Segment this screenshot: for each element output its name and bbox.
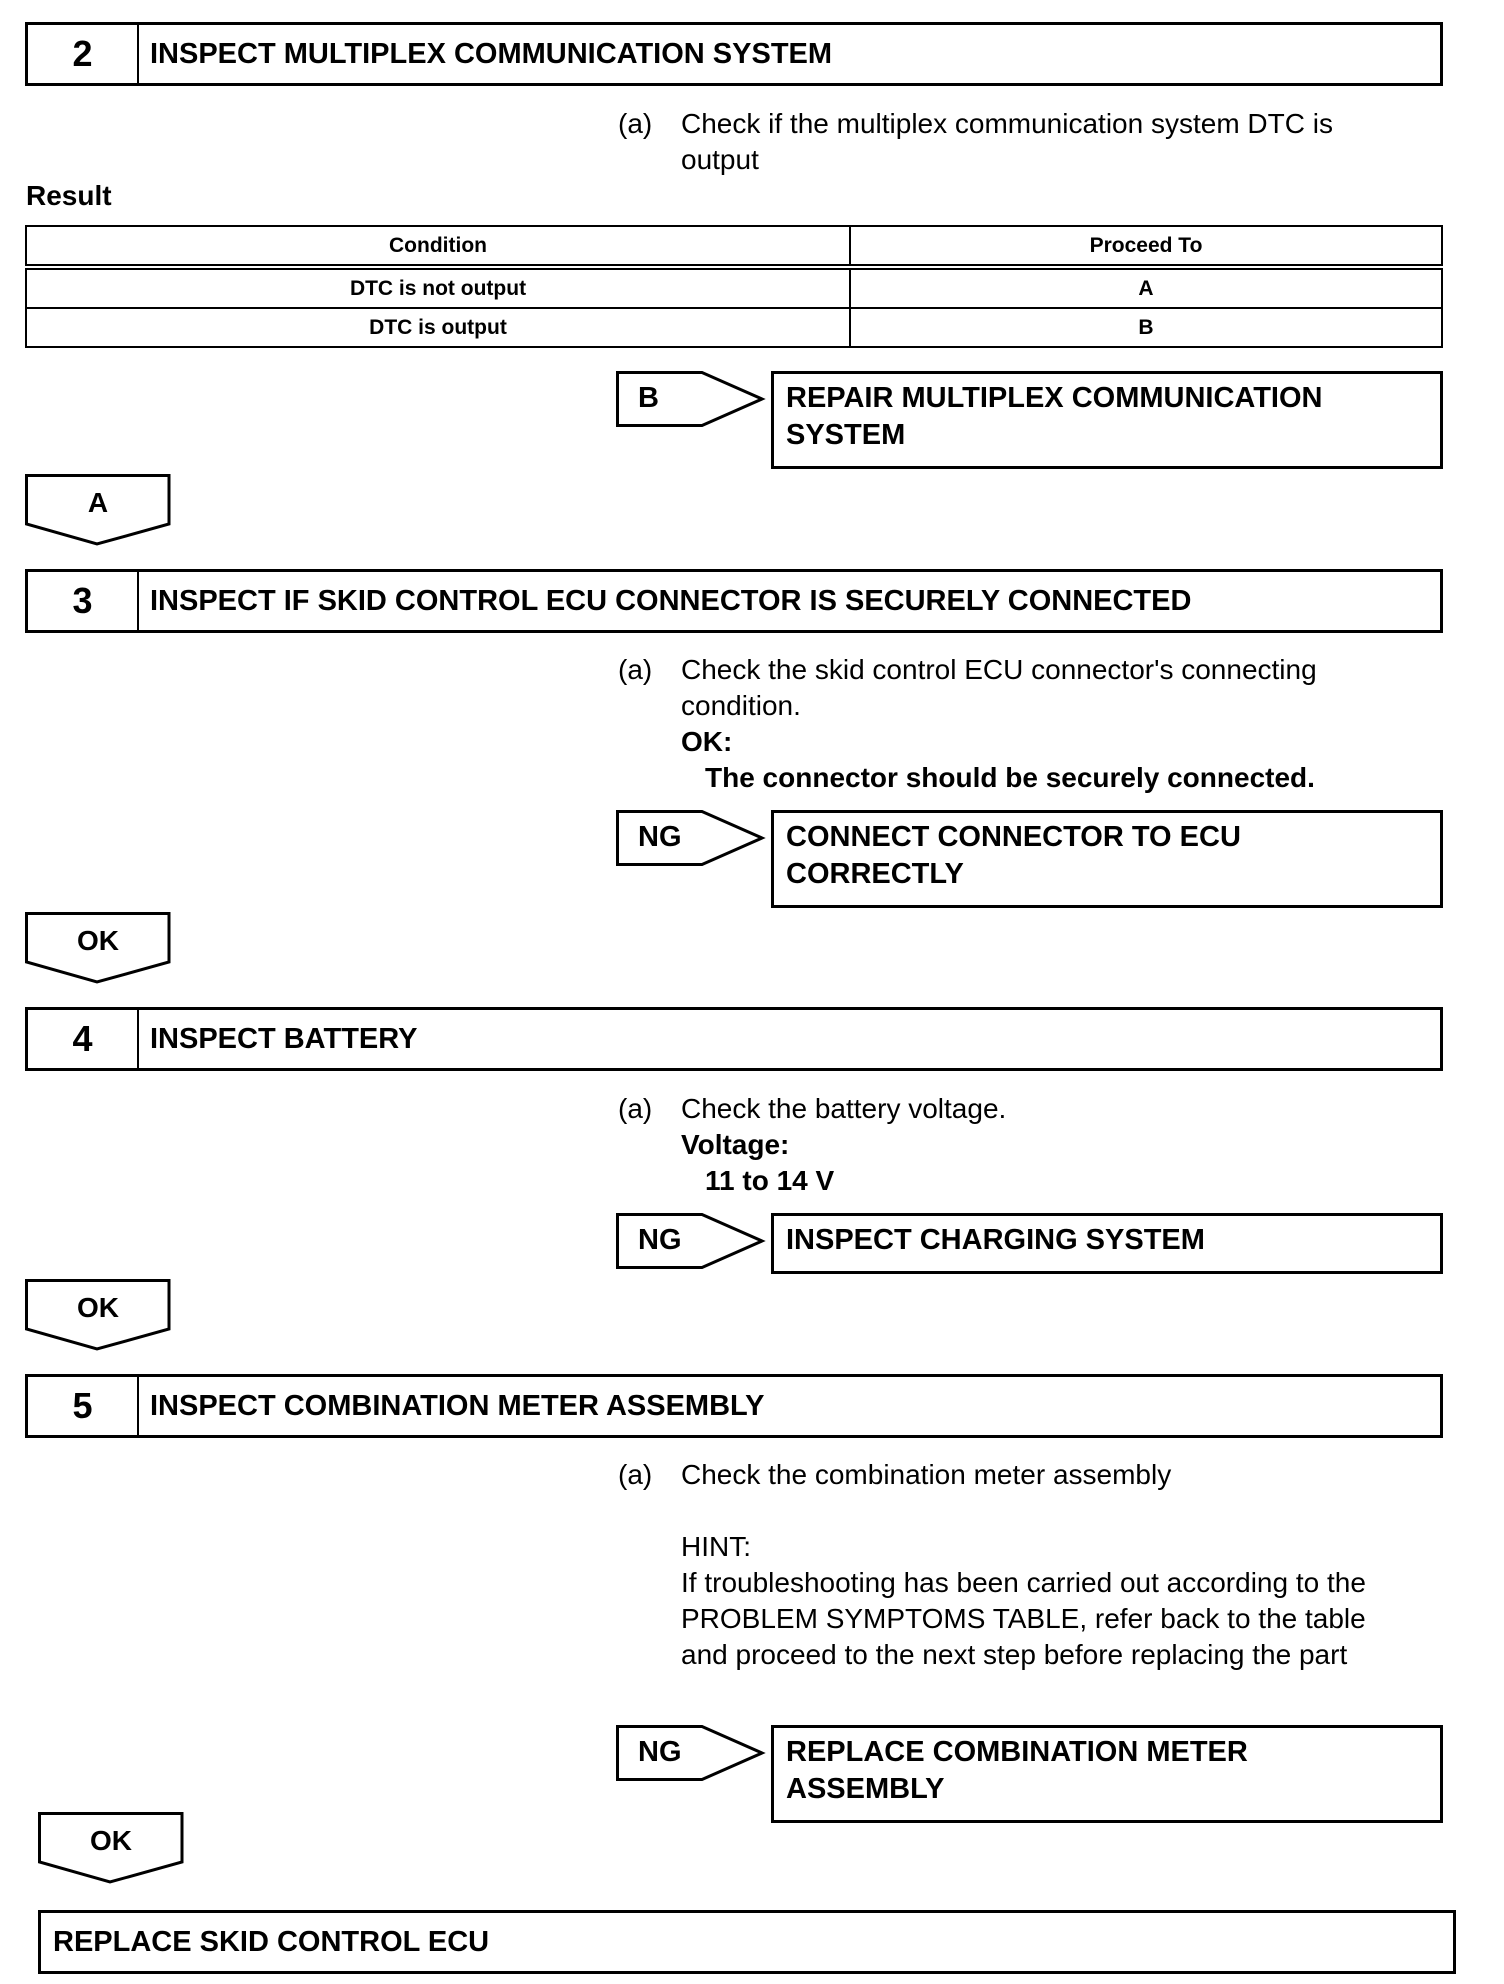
branch-arrow-icon xyxy=(616,810,766,866)
item-text-line: Check if the multiplex communication sys… xyxy=(681,108,1333,139)
item-text-line: condition. xyxy=(681,690,801,721)
continue-label: OK xyxy=(77,1292,119,1323)
table-header-row: Condition Proceed To xyxy=(25,225,1443,270)
step-title: INSPECT MULTIPLEX COMMUNICATION SYSTEM xyxy=(150,37,833,70)
continue-chevron-icon xyxy=(25,1279,171,1351)
branch-label: B xyxy=(638,382,659,414)
table-cell: DTC is not output xyxy=(25,266,851,309)
item-label: (a) xyxy=(618,1459,653,1490)
step-title: INSPECT COMBINATION METER ASSEMBLY xyxy=(150,1389,765,1422)
branch-action-line: SYSTEM xyxy=(786,419,906,451)
step-number: 5 xyxy=(28,1377,139,1435)
result-heading: Result xyxy=(26,180,112,211)
branch-action-box: REPLACE COMBINATION METER ASSEMBLY xyxy=(771,1725,1443,1823)
branch-action-box: INSPECT CHARGING SYSTEM xyxy=(771,1213,1443,1274)
hint-label: HINT: xyxy=(681,1531,751,1562)
item-text-line: Check the battery voltage. xyxy=(681,1093,1007,1124)
continue-label: A xyxy=(87,487,109,518)
branch-action-line: CORRECTLY xyxy=(786,858,964,890)
hint-text-line: PROBLEM SYMPTOMS TABLE, refer back to th… xyxy=(681,1603,1366,1634)
item-text-line: Check the combination meter assembly xyxy=(681,1459,1172,1490)
continue-chevron-icon xyxy=(38,1812,184,1884)
item-text-line: Check the skid control ECU connector's c… xyxy=(681,654,1317,685)
item-label: (a) xyxy=(618,108,653,139)
step-title: INSPECT IF SKID CONTROL ECU CONNECTOR IS… xyxy=(150,584,1192,617)
continue-chevron-icon xyxy=(25,474,171,546)
step-2-header: 2 INSPECT MULTIPLEX COMMUNICATION SYSTEM xyxy=(25,22,1443,86)
hint-text-line: and proceed to the next step before repl… xyxy=(681,1639,1348,1670)
item-text-line: output xyxy=(681,144,759,175)
step-3-header: 3 INSPECT IF SKID CONTROL ECU CONNECTOR … xyxy=(25,569,1443,633)
table-cell: DTC is output xyxy=(25,307,851,348)
step-5-header: 5 INSPECT COMBINATION METER ASSEMBLY xyxy=(25,1374,1443,1438)
branch-action-line: REPLACE COMBINATION METER xyxy=(786,1736,1248,1768)
branch-action-box: CONNECT CONNECTOR TO ECU CORRECTLY xyxy=(771,810,1443,908)
branch-action-box: REPAIR MULTIPLEX COMMUNICATION SYSTEM xyxy=(771,371,1443,469)
result-table: Condition Proceed To DTC is not output A… xyxy=(25,225,1443,348)
hint-text-line: If troubleshooting has been carried out … xyxy=(681,1567,1366,1598)
branch-label: NG xyxy=(638,821,682,853)
step-number: 4 xyxy=(28,1010,139,1068)
spec-label: OK: xyxy=(681,726,733,757)
table-row: DTC is not output A xyxy=(25,266,1443,309)
branch-label: NG xyxy=(638,1736,682,1768)
branch-action-line: CONNECT CONNECTOR TO ECU xyxy=(786,821,1241,853)
spec-value: 11 to 14 V xyxy=(705,1165,835,1196)
spec-label: Voltage: xyxy=(681,1129,790,1160)
final-action-text: REPLACE SKID CONTROL ECU xyxy=(53,1925,490,1958)
step-title: INSPECT BATTERY xyxy=(150,1022,418,1055)
continue-label: OK xyxy=(77,925,119,956)
branch-action-line: INSPECT CHARGING SYSTEM xyxy=(786,1224,1205,1256)
column-header: Condition xyxy=(25,225,851,270)
spec-value: The connector should be securely connect… xyxy=(705,762,1315,793)
branch-arrow-icon xyxy=(616,371,766,427)
continue-label: OK xyxy=(90,1825,132,1856)
continue-chevron-icon xyxy=(25,912,171,984)
table-cell: B xyxy=(849,307,1443,348)
step-number: 3 xyxy=(28,572,139,630)
step-number: 2 xyxy=(28,25,139,83)
item-label: (a) xyxy=(618,654,653,685)
step-4-header: 4 INSPECT BATTERY xyxy=(25,1007,1443,1071)
branch-action-line: ASSEMBLY xyxy=(786,1773,945,1805)
column-header: Proceed To xyxy=(849,225,1443,270)
branch-arrow-icon xyxy=(616,1213,766,1269)
final-action-box: REPLACE SKID CONTROL ECU xyxy=(38,1910,1456,1974)
branch-arrow-icon xyxy=(616,1725,766,1781)
branch-action-line: REPAIR MULTIPLEX COMMUNICATION xyxy=(786,382,1323,414)
branch-label: NG xyxy=(638,1224,682,1256)
item-label: (a) xyxy=(618,1093,653,1124)
table-cell: A xyxy=(849,266,1443,309)
table-row: DTC is output B xyxy=(25,307,1443,348)
